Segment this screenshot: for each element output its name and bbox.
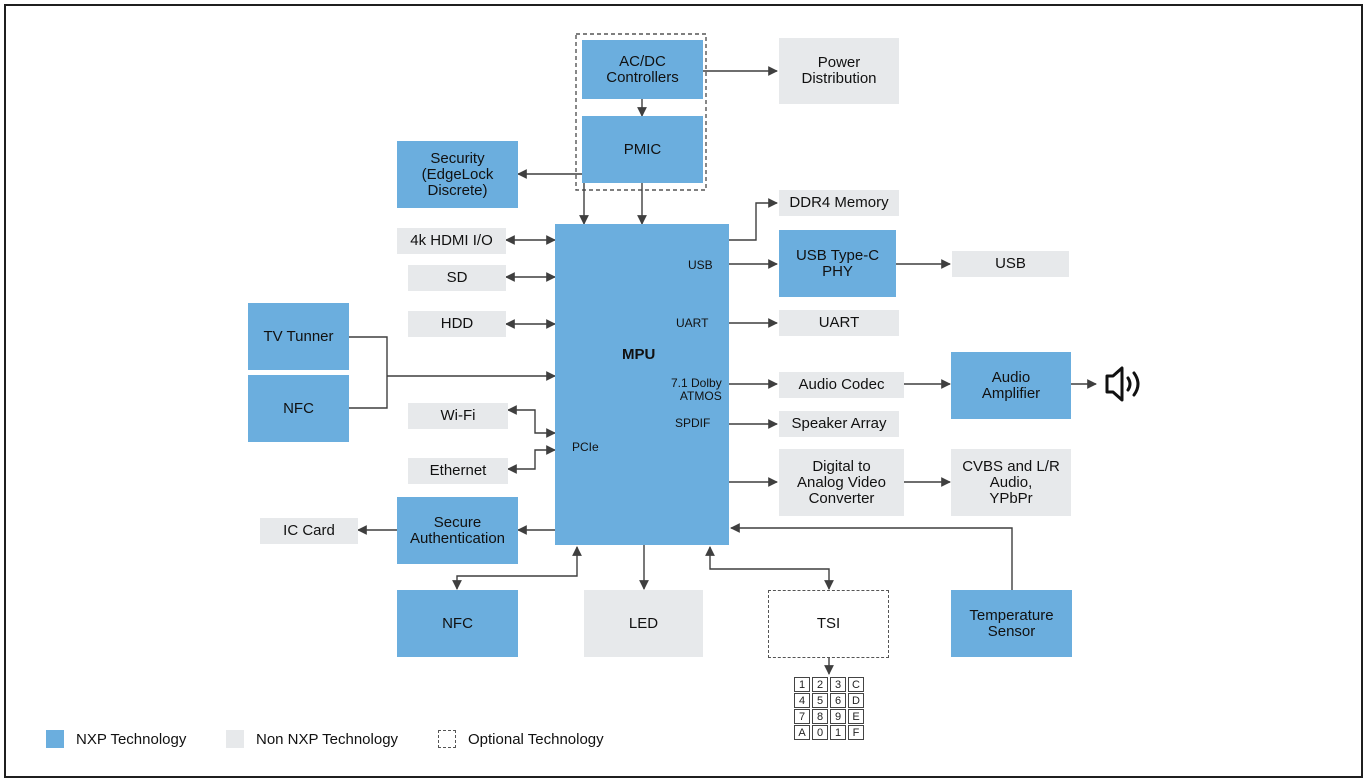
mpu-port-spdif: SPDIF — [675, 416, 711, 430]
keypad-key: A — [794, 725, 810, 740]
keypad-key: 2 — [812, 677, 828, 692]
mpu-port-pcie: PCIe — [572, 440, 599, 454]
mpu-port-dolby: 7.1 Dolby ATMOS — [671, 376, 722, 403]
cvbs-block: CVBS and L/R Audio, YPbPr — [951, 449, 1071, 516]
ic-card-block: IC Card — [260, 518, 358, 544]
acdc-controllers-block: AC/DC Controllers — [582, 40, 703, 99]
ethernet-block: Ethernet — [408, 458, 508, 484]
keypad-key: 9 — [830, 709, 846, 724]
keypad-key: D — [848, 693, 864, 708]
ddr4-memory-block: DDR4 Memory — [779, 190, 899, 216]
mpu-title: MPU — [622, 346, 656, 363]
legend-non-nxp-label: Non NXP Technology — [256, 730, 399, 748]
led-block: LED — [584, 590, 703, 657]
mpu-port-usb: USB — [688, 258, 713, 272]
audio-codec-block: Audio Codec — [779, 372, 904, 398]
mpu-port-uart: UART — [676, 316, 709, 330]
tsi-block: TSI — [768, 590, 889, 658]
keypad-key: E — [848, 709, 864, 724]
legend-nxp-swatch — [46, 730, 64, 748]
legend-optional-swatch — [438, 730, 456, 748]
keypad-key: F — [848, 725, 864, 740]
tv-tuner-block: TV Tunner — [248, 303, 349, 370]
speaker-array-block: Speaker Array — [779, 411, 899, 437]
nfc-left-block: NFC — [248, 375, 349, 442]
uart-output-block: UART — [779, 310, 899, 336]
security-block: Security (EdgeLock Discrete) — [397, 141, 518, 208]
legend-nxp: NXP Technology — [46, 730, 186, 748]
audio-amplifier-block: Audio Amplifier — [951, 352, 1071, 419]
sd-block: SD — [408, 265, 506, 291]
pmic-block: PMIC — [582, 116, 703, 183]
keypad-key: 5 — [812, 693, 828, 708]
legend-non-nxp: Non NXP Technology — [226, 730, 398, 748]
keypad-key: 4 — [794, 693, 810, 708]
keypad-key: 6 — [830, 693, 846, 708]
speaker-icon — [1105, 366, 1140, 402]
keypad-key: 0 — [812, 725, 828, 740]
usb-output-block: USB — [952, 251, 1069, 277]
keypad-key: 3 — [830, 677, 846, 692]
nfc-bottom-block: NFC — [397, 590, 518, 657]
keypad-key: 1 — [830, 725, 846, 740]
keypad-key: 1 — [794, 677, 810, 692]
usb-typec-phy-block: USB Type-C PHY — [779, 230, 896, 297]
legend-non-nxp-swatch — [226, 730, 244, 748]
temperature-sensor-block: Temperature Sensor — [951, 590, 1072, 657]
secure-authentication-block: Secure Authentication — [397, 497, 518, 564]
legend-optional-label: Optional Technology — [468, 730, 604, 748]
keypad-key: C — [848, 677, 864, 692]
diagram-frame — [4, 4, 1363, 778]
keypad-key: 7 — [794, 709, 810, 724]
keypad-key: 8 — [812, 709, 828, 724]
hdd-block: HDD — [408, 311, 506, 337]
wifi-block: Wi-Fi — [408, 403, 508, 429]
dac-block: Digital to Analog Video Converter — [779, 449, 904, 516]
legend-optional: Optional Technology — [438, 730, 604, 748]
power-distribution-block: Power Distribution — [779, 38, 899, 104]
hdmi-block: 4k HDMI I/O — [397, 228, 506, 254]
mpu-block — [555, 224, 729, 545]
legend-nxp-label: NXP Technology — [76, 730, 187, 748]
